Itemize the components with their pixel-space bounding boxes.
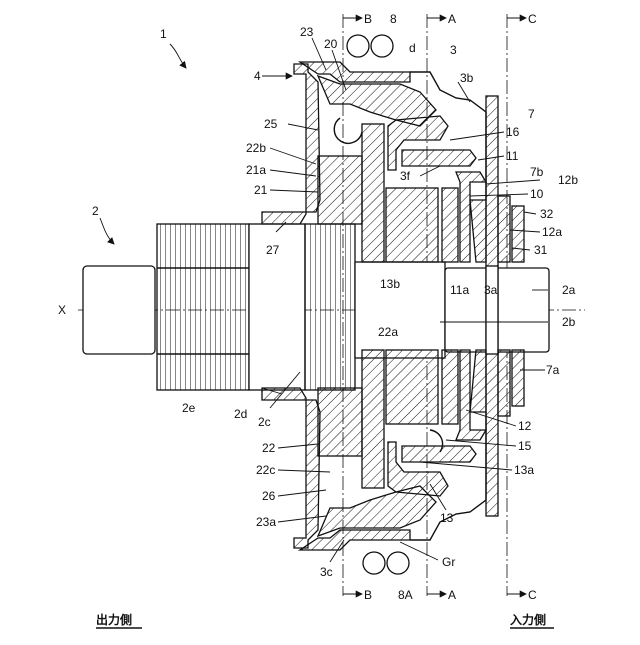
label-shaft-number: 2: [92, 204, 99, 218]
label-21: 21: [254, 183, 268, 197]
label-2a: 2a: [562, 283, 576, 297]
label-Gr: Gr: [442, 555, 455, 569]
label-3f: 3f: [400, 169, 411, 183]
label-11a: 11a: [450, 283, 469, 297]
label-3c: 3c: [320, 565, 333, 579]
label-8A: 8A: [398, 588, 413, 602]
label-15: 15: [518, 439, 532, 453]
label-2d: 2d: [234, 407, 247, 421]
label-8: 8: [390, 12, 397, 26]
label-d: d: [409, 41, 416, 55]
label-20: 20: [324, 37, 338, 51]
label-3b: 3b: [460, 71, 474, 85]
wall-opening: [486, 266, 498, 354]
label-22: 22: [262, 441, 276, 455]
label-12b: 12b: [558, 173, 578, 187]
label-23: 23: [300, 25, 314, 39]
wire-coil-upper: [347, 35, 393, 57]
label-22b: 22b: [246, 141, 266, 155]
label-7b: 7b: [530, 165, 544, 179]
wire-coil-lower: [363, 552, 409, 574]
label-21a: 21a: [246, 163, 266, 177]
label-16: 16: [506, 125, 520, 139]
label-section-c-bottom: C: [528, 588, 537, 602]
label-axis-x: X: [58, 303, 66, 317]
label-22a: 22a: [378, 325, 398, 339]
label-12a: 12a: [542, 225, 562, 239]
label-input-side: 入力側: [510, 612, 546, 627]
label-27: 27: [266, 243, 280, 257]
label-12: 12: [518, 419, 532, 433]
label-section-a-bottom: A: [448, 588, 456, 602]
label-22c: 22c: [256, 463, 275, 477]
label-31: 31: [534, 243, 548, 257]
label-26: 26: [262, 489, 276, 503]
label-3: 3: [450, 43, 457, 57]
label-13b: 13b: [380, 277, 400, 291]
label-7a: 7a: [546, 363, 560, 377]
label-7: 7: [528, 107, 535, 121]
label-output-side: 出力側: [96, 612, 132, 627]
label-2c: 2c: [258, 415, 271, 429]
label-section-c-top: C: [528, 12, 537, 26]
label-13: 13: [440, 511, 454, 525]
label-23a: 23a: [256, 515, 276, 529]
snap-ring-upper: [334, 118, 362, 143]
label-3a: 3a: [484, 283, 498, 297]
label-13a: 13a: [514, 463, 534, 477]
label-11: 11: [506, 149, 519, 163]
label-section-b-bottom: B: [364, 588, 372, 602]
label-32: 32: [540, 207, 554, 221]
label-10: 10: [530, 187, 544, 201]
label-section-b-top: B: [364, 12, 372, 26]
label-2e: 2e: [182, 401, 196, 415]
label-section-a-top: A: [448, 12, 456, 26]
label-fig-number: 1: [160, 27, 167, 41]
label-4: 4: [254, 69, 261, 83]
label-2b: 2b: [562, 315, 576, 329]
label-25: 25: [264, 117, 278, 131]
